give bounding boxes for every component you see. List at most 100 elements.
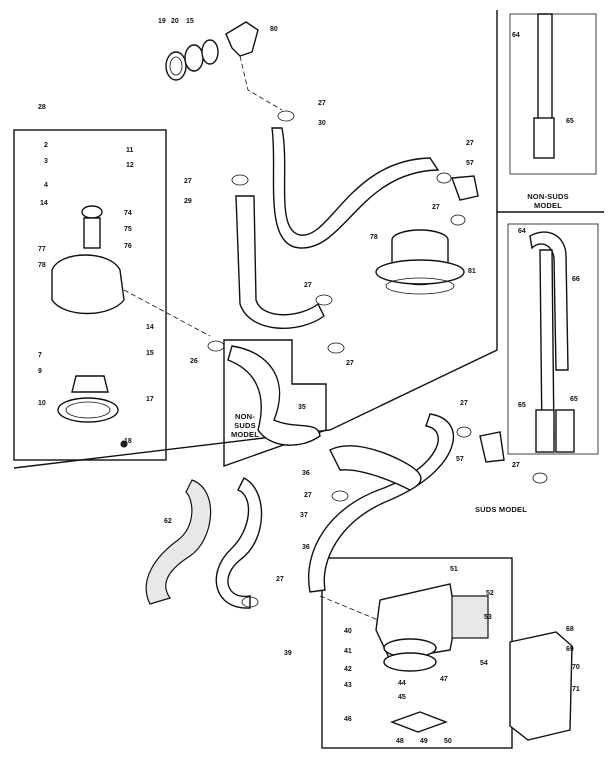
part-label: 78 — [38, 262, 46, 269]
clamp-27-i — [331, 490, 349, 502]
subassembly-box-left — [13, 129, 167, 461]
panel-title-line: MODEL — [230, 430, 260, 439]
part-label: 46 — [344, 716, 352, 723]
pump-body-left — [51, 254, 125, 315]
clamp-27-c — [436, 172, 452, 184]
part-label: 7 — [38, 352, 42, 359]
part-label: 17 — [146, 396, 154, 403]
part-label: 48 — [396, 738, 404, 745]
leader-left — [123, 289, 211, 337]
part-label: 50 — [444, 738, 452, 745]
part-label: 66 — [572, 276, 580, 283]
part-label: 11 — [126, 147, 134, 154]
pump-cap-left — [81, 205, 103, 219]
panel-title-non-suds-center: NON- SUDS MODEL — [228, 412, 262, 439]
part-label: 10 — [38, 400, 46, 407]
hose-36-upper — [329, 445, 422, 491]
part-label: 40 — [344, 628, 352, 635]
part-label: 15 — [146, 350, 154, 357]
clamp-28 — [207, 340, 225, 352]
part-label: 76 — [124, 243, 132, 250]
clamp-27-b — [231, 174, 249, 186]
part-label: 12 — [126, 162, 134, 169]
part-label: 44 — [398, 680, 406, 687]
elbow-57-top — [451, 175, 479, 201]
hose-64-suds — [529, 231, 569, 371]
non-suds-center-box — [223, 339, 327, 467]
part-label: 27 — [432, 204, 440, 211]
coupling-65-left — [535, 409, 555, 453]
part-label: 36 — [302, 544, 310, 551]
part-label: 18 — [124, 438, 132, 445]
part-label: 64 — [518, 228, 526, 235]
part-label: 68 — [566, 626, 574, 633]
part-label: 27 — [346, 360, 354, 367]
clamp-10-inner — [65, 401, 111, 419]
ring-20 — [184, 44, 204, 72]
clamp-27-e — [315, 294, 333, 306]
plate-48 — [389, 711, 449, 733]
suds-right-box — [507, 223, 599, 455]
part-label: 43 — [344, 682, 352, 689]
part-label: 27 — [318, 100, 326, 107]
part-label: 14 — [40, 200, 48, 207]
part-label: 74 — [124, 210, 132, 217]
leader-top — [239, 55, 283, 111]
part-label: 27 — [466, 140, 474, 147]
part-label: 69 — [566, 646, 574, 653]
part-label: 39 — [284, 650, 292, 657]
part-label: 27 — [184, 178, 192, 185]
bracket-70 — [509, 631, 573, 741]
panel-title-suds-right: SUDS MODEL — [474, 505, 527, 514]
clamp-27-a — [277, 110, 295, 122]
part-label: 42 — [344, 666, 352, 673]
part-label: 4 — [44, 182, 48, 189]
part-label: 19 — [158, 18, 166, 25]
part-label: 77 — [38, 246, 46, 253]
clamp-27-j — [241, 596, 259, 608]
part-label: 27 — [276, 576, 284, 583]
drain-hose-62 — [145, 479, 212, 605]
panel-title-line: NON- — [235, 412, 255, 421]
elbow-57-bottom — [479, 431, 505, 463]
part-label: 65 — [570, 396, 578, 403]
part-label: 62 — [164, 518, 172, 525]
part-label: 70 — [572, 664, 580, 671]
ring-15 — [201, 39, 219, 65]
non-suds-right-box — [509, 13, 597, 175]
part-label: 28 — [38, 104, 46, 111]
motor-52 — [451, 595, 489, 639]
panel-title-line: MODEL — [533, 201, 563, 210]
part-label: 27 — [304, 282, 312, 289]
part-label: 20 — [171, 18, 179, 25]
hose-29 — [235, 195, 325, 329]
part-label: 81 — [468, 268, 476, 275]
part-label: 54 — [480, 660, 488, 667]
screw-18 — [120, 440, 128, 448]
leader-pump — [319, 595, 379, 621]
part-label: 52 — [486, 590, 494, 597]
part-label: 35 — [298, 404, 306, 411]
part-label: 30 — [318, 120, 326, 127]
part-label: 29 — [184, 198, 192, 205]
ring-19-inner — [169, 56, 183, 76]
part-label: 26 — [190, 358, 198, 365]
part-label: 37 — [300, 512, 308, 519]
part-label: 53 — [484, 614, 492, 621]
panel-title-non-suds-top: NON-SUDS MODEL — [516, 192, 580, 210]
part-label: 45 — [398, 694, 406, 701]
divider-mid-right — [13, 212, 498, 469]
part-label: 65 — [566, 118, 574, 125]
hose-30 — [271, 127, 440, 249]
ring-19 — [165, 51, 187, 81]
coupling-65-top — [533, 117, 555, 159]
impeller-42 — [383, 652, 437, 672]
part-label: 9 — [38, 368, 42, 375]
part-label: 51 — [450, 566, 458, 573]
part-label: 65 — [518, 402, 526, 409]
part-label: 41 — [344, 648, 352, 655]
clamp-27-d — [450, 214, 466, 226]
hose-37 — [215, 477, 263, 609]
